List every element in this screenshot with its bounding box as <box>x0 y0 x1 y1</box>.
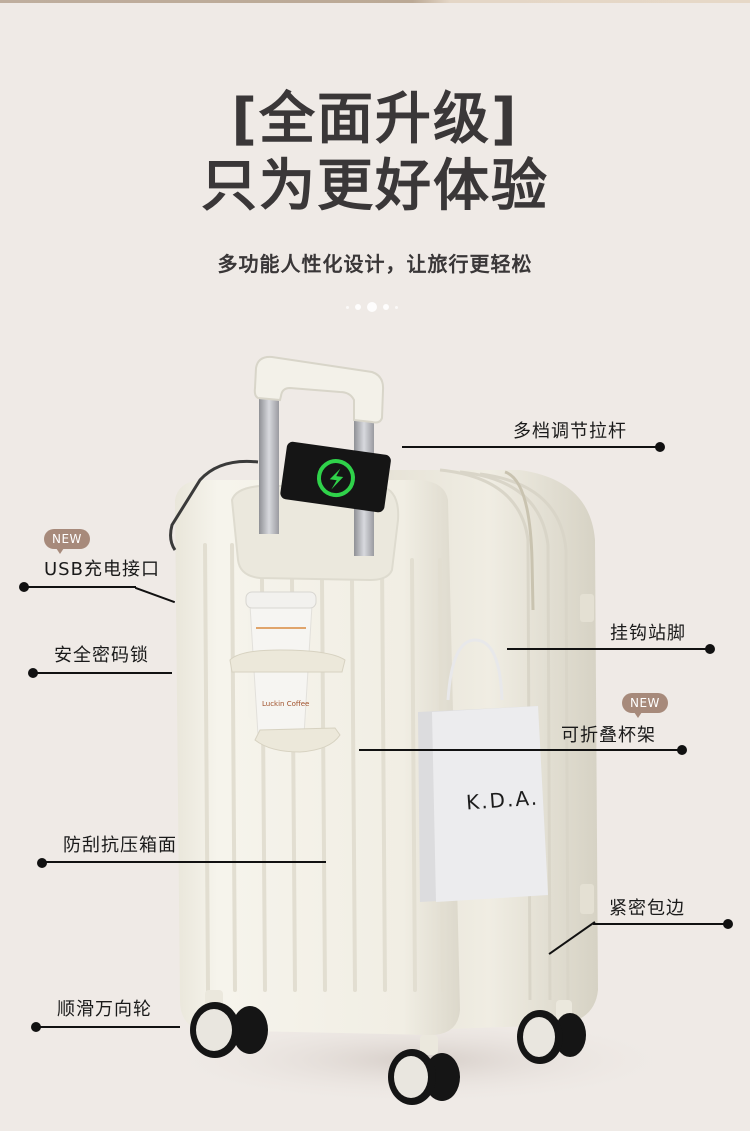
callout-line-edge <box>593 923 729 925</box>
callout-pin-wheels <box>31 1022 41 1032</box>
headline-better-experience: 只为更好体验 <box>201 154 549 219</box>
shopping-bag <box>418 638 548 902</box>
side-foot-top <box>580 594 594 622</box>
feature-label-trolley: 多档调节拉杆 <box>513 421 627 442</box>
side-foot-bottom <box>580 884 594 914</box>
callout-pin-trolley <box>655 442 665 452</box>
callout-pin-cupholder <box>677 745 687 755</box>
feature-label-edge: 紧密包边 <box>609 898 685 919</box>
callout-line-wheels <box>34 1026 180 1028</box>
feature-label-hook: 挂钩站脚 <box>610 623 686 644</box>
cup-lid <box>245 591 317 609</box>
charging-ring <box>316 459 355 498</box>
feature-label-usb: USB充电接口 <box>44 559 160 580</box>
cup-brand: Luckin Coffee <box>262 700 309 708</box>
zipper <box>504 470 535 611</box>
callout-pin-shell <box>37 858 47 868</box>
carousel-pagination <box>346 302 398 312</box>
feature-label-wheels: 顺滑万向轮 <box>57 999 152 1020</box>
top-accent-bar <box>0 0 750 3</box>
new-badge-usb: NEW <box>44 529 90 554</box>
lightning-icon <box>329 468 344 490</box>
wheel-back-right <box>517 1000 586 1064</box>
callout-line-trolley <box>402 446 660 448</box>
trolley-pole-left <box>259 396 279 534</box>
callout-line-shell <box>40 861 326 863</box>
callout-line-hook <box>507 648 712 650</box>
wheel-front-right <box>388 1035 460 1105</box>
usb-cable <box>169 459 259 551</box>
callout-line-cupholder <box>359 749 684 751</box>
bag-brand: K.D.A. <box>465 785 540 815</box>
pagination-dot[interactable] <box>395 305 398 309</box>
callout-pin-lock <box>28 668 38 678</box>
pagination-dot[interactable] <box>355 304 361 310</box>
phone-charging <box>280 441 391 513</box>
bag-handle <box>446 638 504 701</box>
callout-line-lock <box>32 672 172 674</box>
pagination-dot[interactable] <box>346 305 349 309</box>
headline-upgrade: [全面升级] <box>231 87 519 152</box>
feature-label-lock: 安全密码锁 <box>54 645 149 666</box>
callout-line-usb <box>24 586 136 588</box>
callout-pin-usb <box>19 582 29 592</box>
wheel-front-left <box>190 990 268 1058</box>
pagination-dot-active[interactable] <box>367 302 377 312</box>
cup-holder: Luckin Coffee <box>229 591 346 753</box>
suitcase-front <box>175 480 460 1035</box>
feature-label-shell: 防刮抗压箱面 <box>63 835 177 856</box>
callout-pin-hook <box>705 644 715 654</box>
feature-label-cupholder: 可折叠杯架 <box>561 725 656 746</box>
trolley-handle <box>253 355 385 424</box>
new-badge-cupholder: NEW <box>622 693 668 718</box>
pagination-dot[interactable] <box>383 304 389 310</box>
subtitle: 多功能人性化设计，让旅行更轻松 <box>217 252 533 276</box>
callout-pin-edge <box>723 919 733 929</box>
